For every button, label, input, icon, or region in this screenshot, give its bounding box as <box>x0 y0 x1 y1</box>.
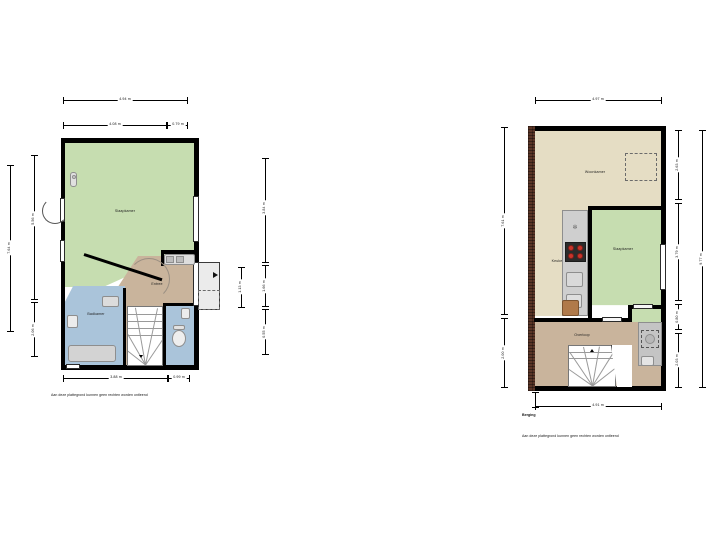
plan-right: 4.97 m 7.61 m 2.00 m 2.63 m 3.79 m 0.80 … <box>480 0 720 460</box>
dim-left-bottom-b-label: 0.99 m <box>171 375 187 381</box>
room-woonkamer-label: Woonkamer <box>584 170 606 175</box>
dim-left-a-label: 5.56 m <box>31 211 37 227</box>
wall-left-hall-west <box>123 288 126 368</box>
dim-right-inner-c-label: 0.80 m <box>675 309 681 325</box>
kitchen-appliance <box>566 272 583 287</box>
radiator-bedroom-dot <box>71 175 76 179</box>
washing-machine-drum <box>645 334 655 344</box>
room-slaapkamer-label: Slaapkamer <box>114 209 136 214</box>
stair-tread <box>569 358 615 359</box>
disclaimer-right: Aan deze plattegrond kunnen geen rechten… <box>522 434 619 438</box>
dim-right-inner-b-label: 3.79 m <box>675 244 681 260</box>
stair-direction-arrow-icon-right <box>590 349 594 352</box>
dim-left-overall-width-label: 4.94 m <box>117 97 133 103</box>
bathroom-cabinet <box>102 296 119 307</box>
stair-tread <box>128 321 162 322</box>
dim-right-left-b-label: 2.00 m <box>501 345 507 361</box>
bathtub <box>68 345 116 362</box>
toilet-bowl <box>172 330 186 347</box>
stair-tread <box>128 314 162 315</box>
nook-appliance-b <box>176 256 184 263</box>
washbasin-bathroom <box>67 315 78 328</box>
window-right-east-bedroom <box>660 244 666 290</box>
dim-right-outer-label: 9.77 m <box>699 251 705 267</box>
dim-right-bottom-tick <box>532 392 539 408</box>
wall-right-bedroom-bottom-step <box>628 305 632 322</box>
stair-tread <box>569 352 615 353</box>
washing-machine <box>641 330 659 348</box>
dim-left-right-outer-c-label: 0.55 m <box>262 324 268 340</box>
washbasin-toilet <box>181 308 190 319</box>
wall-left-toilet-west <box>163 303 166 368</box>
burner <box>568 253 574 259</box>
ceiling-light-icon: ✻ <box>572 225 578 231</box>
stair-tread <box>128 328 162 329</box>
dim-left-bottom-a-label: 3.88 m <box>108 375 124 381</box>
burner <box>577 245 583 251</box>
dim-right-overall-width-label: 4.97 m <box>590 97 606 103</box>
wall-right-brick-west <box>528 126 535 391</box>
window-right-overloop-top <box>602 317 622 322</box>
door-arc-left-west <box>42 198 68 224</box>
wall-left-top <box>61 138 199 143</box>
wall-left-nook-side <box>161 250 164 266</box>
dim-left-a <box>31 155 38 300</box>
dim-right-inner-d-label: 2.03 m <box>675 352 681 368</box>
stair-tread <box>128 335 162 336</box>
nook-appliance-a <box>166 256 174 263</box>
annotation-berging: Berging <box>522 413 536 417</box>
wall-right-bottom <box>528 386 666 391</box>
dim-right-left-a-label: 7.61 m <box>501 213 507 229</box>
dim-left-overall-height-label: 7.64 m <box>7 240 13 256</box>
burner <box>577 253 583 259</box>
wall-right-bedroom-head <box>588 206 662 210</box>
room-keuken-label: Keuken <box>551 259 565 264</box>
wall-right-kitchen-bedroom <box>588 206 592 318</box>
staircase-left <box>127 306 163 366</box>
disclaimer-left: Aan deze plattegrond kunnen geen rechten… <box>51 393 148 397</box>
wall-right-overloop-top <box>534 318 628 322</box>
window-right-bedroom-door <box>633 304 653 309</box>
window-left-west-lower <box>60 240 65 262</box>
dim-left-b-label: 2.06 m <box>31 322 37 338</box>
kitchen-stool <box>562 300 579 316</box>
room-slaapkamer-right-label: Slaapkamer <box>612 247 634 252</box>
dim-right-inner-a-label: 2.63 m <box>675 157 681 173</box>
overloop-basin <box>641 356 654 366</box>
window-left-east-bedroom <box>193 196 199 242</box>
stair-direction-arrow-icon <box>139 355 143 358</box>
wall-left-toilet-head <box>163 303 197 306</box>
entry-direction-icon <box>213 272 218 278</box>
woonkamer-void-dashed <box>625 153 657 181</box>
wall-left-nook <box>161 250 197 254</box>
entry-step-dashed <box>198 290 220 310</box>
toilet-cistern <box>173 325 185 330</box>
plan-left: 4.94 m 4.08 m 0.79 m 7.64 m 5.56 m 2.06 … <box>0 0 300 420</box>
dim-right-bottom-width-label: 4.91 m <box>590 403 606 409</box>
dim-left-segment-b-label: 0.79 m <box>170 122 186 128</box>
room-badkamer-label: Badkamer <box>87 312 105 317</box>
radiator-bedroom <box>70 172 77 187</box>
burner <box>568 245 574 251</box>
door-arc-entree <box>128 258 170 300</box>
staircase-right <box>568 345 616 387</box>
window-left-bottom <box>66 364 80 369</box>
dim-left-right-inner-label: 1.13 m <box>238 279 244 295</box>
wall-left-bottom <box>61 365 199 370</box>
room-overloop-label: Overloop <box>574 333 590 338</box>
wall-right-top <box>528 126 666 131</box>
dim-left-segment-a-label: 4.08 m <box>107 122 123 128</box>
room-woonkamer <box>534 130 662 210</box>
dim-left-right-outer-a-label: 3.84 m <box>262 200 268 216</box>
dim-left-right-outer-b-label: 1.66 m <box>262 278 268 294</box>
